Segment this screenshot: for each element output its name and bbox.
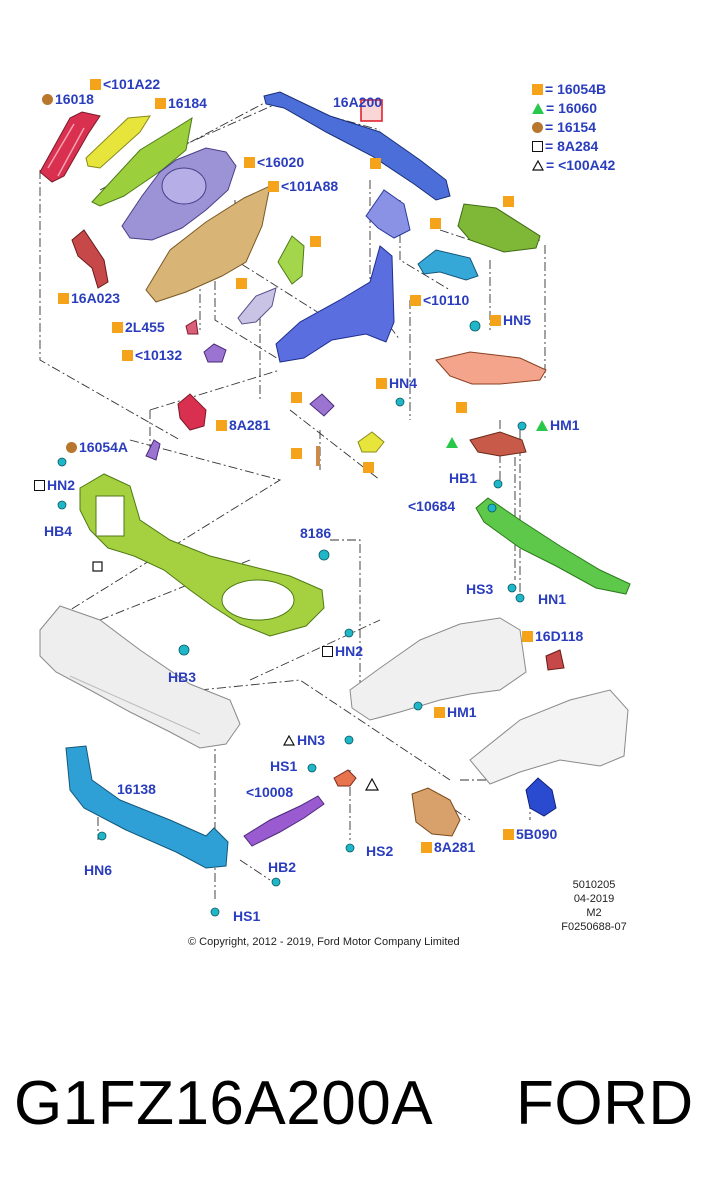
drawing-meta: 5010205 04-2019 M2 F0250688-07 xyxy=(556,878,632,934)
part-10132-clip xyxy=(203,343,227,363)
callout-10132: <10132 xyxy=(122,347,182,363)
callout-16A023: 16A023 xyxy=(58,290,120,306)
callout-8A281-lower: 8A281 xyxy=(421,839,475,855)
callout-HB1: HB1 xyxy=(449,470,478,486)
callout-HN2-left: HN2 xyxy=(34,477,75,493)
callout-HN4: HN4 xyxy=(376,375,417,391)
callout-5B090: 5B090 xyxy=(503,826,557,842)
exploded-parts-diagram: = 16054B = 16060 = 16154 = 8A284 = <100A… xyxy=(34,76,632,948)
footer-brand: FORD xyxy=(516,1069,694,1138)
diagram-markers xyxy=(92,158,514,791)
part-16A023-brace xyxy=(71,229,109,289)
callout-HB3: HB3 xyxy=(168,669,197,685)
callout-16138: 16138 xyxy=(117,781,156,797)
callout-8186: 8186 xyxy=(300,525,332,541)
callout-10008: <10008 xyxy=(246,784,294,800)
callout-16184: 16184 xyxy=(155,95,207,111)
footer-part-number: G1FZ16A200A xyxy=(14,1069,434,1138)
callout-HN5: HN5 xyxy=(490,312,531,328)
part-101A88-panel xyxy=(145,185,271,303)
part-16184-apron xyxy=(91,116,193,207)
callout-16054A: 16054A xyxy=(66,439,128,455)
part-10684-bar-green xyxy=(475,497,631,595)
part-bracket-red-right xyxy=(469,431,527,457)
callout-HM1-upper: HM1 xyxy=(536,417,580,433)
legend-item-8A284: = 8A284 xyxy=(532,137,598,155)
callout-16020: <16020 xyxy=(244,154,304,170)
part-bracket-cyan xyxy=(417,249,479,281)
part-8A281-plate-tan xyxy=(411,787,461,837)
callout-10684: <10684 xyxy=(408,498,456,514)
highlight-box xyxy=(360,99,383,122)
callout-2L455: 2L455 xyxy=(112,319,165,335)
callout-HN2-mid: HN2 xyxy=(322,643,363,659)
callout-HM1-lower: HM1 xyxy=(434,704,477,720)
callout-101A22: <101A22 xyxy=(90,76,160,92)
callout-8A281-upper: 8A281 xyxy=(216,417,270,433)
drawing-ref: F0250688-07 xyxy=(561,921,627,933)
callout-16A200: 16A200 xyxy=(333,94,383,110)
part-bumper-beam-grey xyxy=(39,605,241,749)
callout-HN6: HN6 xyxy=(84,862,113,878)
part-8A281-bracket-red xyxy=(177,393,207,431)
drawing-code: 5010205 xyxy=(572,879,616,891)
callout-HB4: HB4 xyxy=(44,523,73,539)
part-bracket-lavender xyxy=(237,287,277,325)
part-16018-bracket xyxy=(39,111,101,183)
callout-HS2: HS2 xyxy=(366,843,394,859)
part-10110-apron xyxy=(275,245,395,363)
callout-101A88: <101A88 xyxy=(268,178,338,194)
callout-HN1: HN1 xyxy=(538,591,567,607)
drawing-date: 04-2019 xyxy=(573,893,615,905)
part-16138-crossmember xyxy=(65,745,229,869)
part-bracket-green-small xyxy=(277,235,305,285)
legend-item-16054B: = 16054B xyxy=(532,80,606,98)
legend-item-16060: = 16060 xyxy=(532,99,597,117)
part-rail-green-upper xyxy=(457,203,541,253)
callout-16D118: 16D118 xyxy=(522,628,583,644)
part-rail-salmon xyxy=(435,351,547,385)
legend-item-100A42: = <100A42 xyxy=(532,156,615,174)
callout-HS3: HS3 xyxy=(466,581,494,597)
part-16A200-rail xyxy=(263,91,451,201)
drawing-rev: M2 xyxy=(586,907,602,919)
diagram-drawing xyxy=(39,91,631,917)
part-10008-brace-purple xyxy=(243,795,325,847)
callout-HN3: HN3 xyxy=(283,732,325,748)
callout-HS1-lower: HS1 xyxy=(233,908,261,924)
part-101A22-bracket xyxy=(85,115,151,169)
callout-HB2: HB2 xyxy=(268,859,297,875)
callout-16018: 16018 xyxy=(42,91,94,107)
callout-10110: <10110 xyxy=(410,292,469,308)
part-5B090-bracket-blue xyxy=(525,777,557,817)
part-bracket-blue-small xyxy=(365,189,411,239)
callout-HS1-upper: HS1 xyxy=(270,758,298,774)
fasteners xyxy=(57,320,527,917)
legend-item-16154: = 16154 xyxy=(532,118,596,136)
copyright-notice: © Copyright, 2012 - 2019, Ford Motor Com… xyxy=(188,936,460,948)
part-wheelhouse-grey xyxy=(469,689,629,785)
part-frame-rail-grey xyxy=(349,617,527,721)
